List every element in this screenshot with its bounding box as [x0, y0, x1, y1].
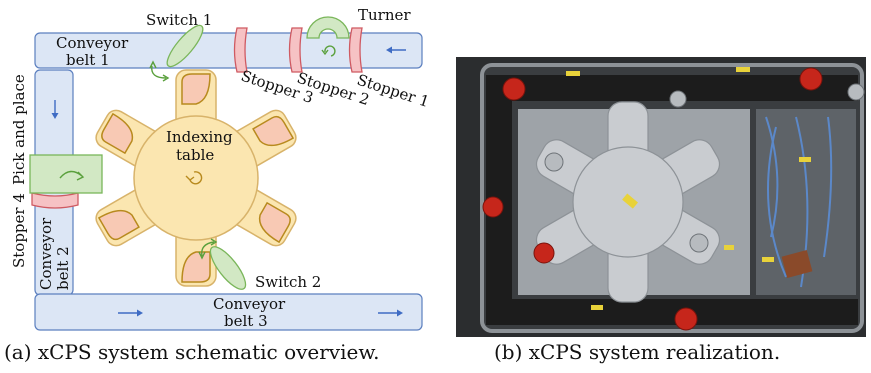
label-conveyor-belt-1-line1: Conveyor	[56, 34, 129, 52]
workpiece-holder	[258, 201, 291, 244]
arrow-left-icon	[386, 46, 406, 54]
arrow-down-icon	[51, 100, 59, 119]
arrow-right-icon	[378, 309, 403, 317]
conveyor-belt-1	[34, 32, 423, 69]
label-conveyor-belt-3-line2: belt 3	[224, 312, 268, 330]
photo-red-caps	[482, 67, 823, 331]
turner-rotate-arrowhead	[321, 49, 329, 56]
stopper-4	[31, 192, 79, 209]
caption-b: (b) xCPS system realization.	[494, 340, 781, 364]
workpiece-holder	[97, 209, 140, 241]
label-conveyor-belt-3-line1: Conveyor	[213, 295, 286, 313]
table-rotate-icon	[189, 171, 203, 185]
label-switch-1: Switch 1	[146, 11, 212, 29]
workpiece-holder	[181, 73, 211, 105]
system-realization-photo	[456, 57, 866, 337]
table-rotate-arrowhead	[185, 175, 195, 181]
label-conveyor-belt-1-line2: belt 1	[66, 51, 110, 69]
switch-2-arrow-icon	[201, 241, 215, 257]
workpiece-holder	[101, 112, 134, 155]
turner	[306, 16, 350, 39]
caption-a: (a) xCPS system schematic overview.	[4, 340, 380, 364]
pick-and-place	[29, 154, 103, 194]
photo-circuit-board	[781, 250, 813, 278]
label-stopper-4: Stopper 4	[10, 193, 28, 268]
photo-yellow-labels	[566, 67, 811, 310]
turner-rotate-icon	[324, 45, 336, 57]
label-conveyor-belt-2-line2: belt 2	[54, 246, 72, 290]
workpiece-holder	[181, 251, 211, 283]
stopper-2	[288, 27, 303, 73]
label-switch-2: Switch 2	[255, 273, 321, 291]
photo-workpieces	[544, 83, 865, 253]
label-pick-and-place: Pick and place	[10, 74, 28, 185]
photo-indexing-table	[535, 101, 721, 303]
label-indexing-table-line2: table	[176, 146, 214, 164]
conveyor-belt-3	[34, 293, 423, 331]
stopper-1	[348, 27, 363, 73]
switch-1-arrow-icon	[151, 65, 167, 79]
stopper-3	[233, 27, 248, 73]
arrow-right-icon	[118, 309, 143, 317]
workpiece-holder	[252, 115, 295, 147]
switch-2	[209, 246, 247, 290]
indexing-table-disc	[133, 115, 259, 241]
label-conveyor-belt-2-line1: Conveyor	[37, 217, 55, 290]
label-turner: Turner	[358, 6, 411, 24]
photo-cables	[765, 116, 833, 288]
schematic-diagram: Switch 1 Turner Conveyor belt 1 Stopper …	[10, 6, 432, 331]
switch-1	[166, 24, 204, 68]
label-indexing-table-line1: Indexing	[166, 128, 233, 146]
photo-belt-bottom	[486, 299, 858, 325]
